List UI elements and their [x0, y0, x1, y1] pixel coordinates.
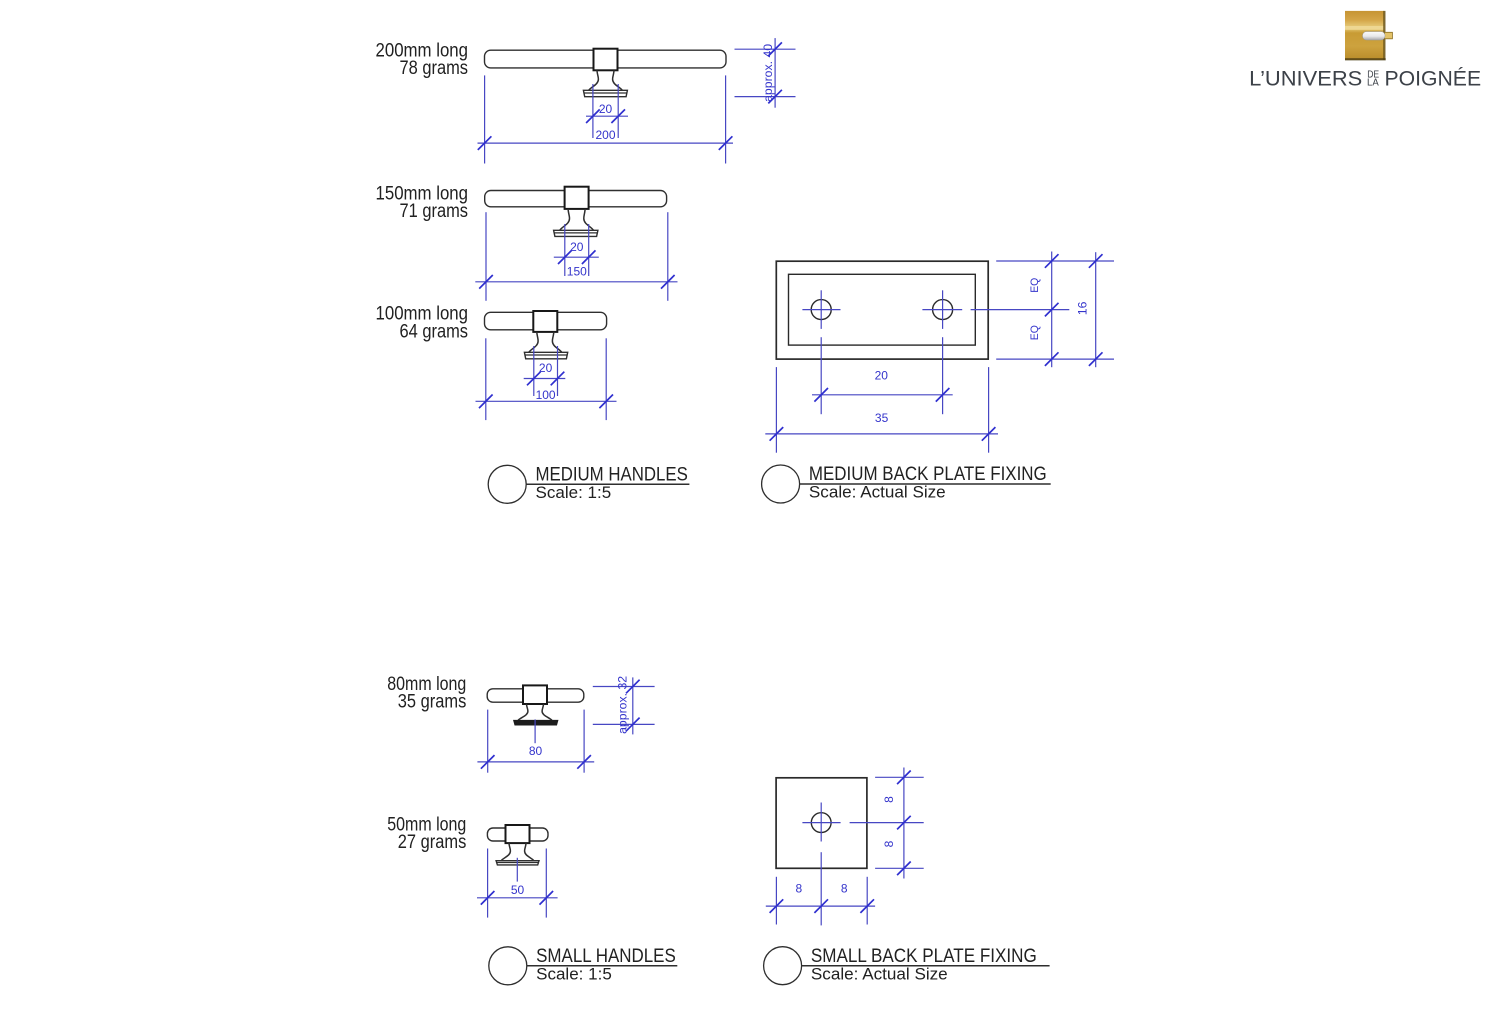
- svg-text:EQ: EQ: [1029, 277, 1041, 292]
- svg-text:approx. 40: approx. 40: [761, 44, 775, 102]
- svg-text:80mm long: 80mm long: [387, 674, 466, 695]
- svg-text:EQ: EQ: [1029, 325, 1041, 340]
- svg-text:150mm long: 150mm long: [376, 184, 469, 205]
- svg-text:50: 50: [511, 883, 525, 897]
- svg-text:71 grams: 71 grams: [400, 201, 469, 222]
- svg-text:200mm long: 200mm long: [376, 41, 469, 62]
- svg-text:200: 200: [595, 128, 615, 142]
- svg-text:16: 16: [1075, 301, 1089, 315]
- svg-text:Scale: Actual Size: Scale: Actual Size: [811, 965, 948, 983]
- svg-text:DE: DE: [1367, 69, 1379, 80]
- svg-text:LA: LA: [1367, 78, 1379, 89]
- svg-text:100mm long: 100mm long: [376, 304, 469, 325]
- svg-text:80: 80: [529, 744, 543, 758]
- svg-text:35 grams: 35 grams: [398, 692, 467, 713]
- svg-text:L’UNIVERS: L’UNIVERS: [1249, 68, 1362, 91]
- svg-text:35: 35: [875, 411, 889, 425]
- svg-text:20: 20: [570, 240, 584, 254]
- svg-text:8: 8: [882, 840, 896, 847]
- svg-text:Scale: 1:5: Scale: 1:5: [536, 965, 612, 983]
- svg-text:MEDIUM BACK PLATE FIXING: MEDIUM BACK PLATE FIXING: [809, 464, 1047, 485]
- svg-text:POIGNÉE: POIGNÉE: [1385, 68, 1482, 91]
- svg-text:20: 20: [875, 368, 889, 382]
- svg-text:8: 8: [882, 796, 896, 803]
- svg-text:SMALL BACK PLATE FIXING: SMALL BACK PLATE FIXING: [811, 946, 1037, 967]
- svg-text:Scale: 1:5: Scale: 1:5: [536, 484, 612, 502]
- svg-text:20: 20: [539, 361, 553, 375]
- svg-text:8: 8: [795, 882, 802, 896]
- svg-text:100: 100: [536, 388, 556, 402]
- svg-text:MEDIUM HANDLES: MEDIUM HANDLES: [536, 465, 688, 486]
- svg-text:50mm long: 50mm long: [387, 815, 466, 836]
- svg-text:64 grams: 64 grams: [400, 322, 469, 343]
- svg-text:27 grams: 27 grams: [398, 832, 467, 853]
- svg-text:8: 8: [841, 882, 848, 896]
- svg-text:Scale: Actual Size: Scale: Actual Size: [809, 484, 946, 502]
- svg-text:150: 150: [567, 264, 587, 278]
- svg-text:SMALL HANDLES: SMALL HANDLES: [536, 946, 676, 967]
- svg-text:20: 20: [599, 102, 613, 116]
- svg-text:78 grams: 78 grams: [400, 58, 469, 79]
- svg-text:approx. 32: approx. 32: [616, 676, 630, 734]
